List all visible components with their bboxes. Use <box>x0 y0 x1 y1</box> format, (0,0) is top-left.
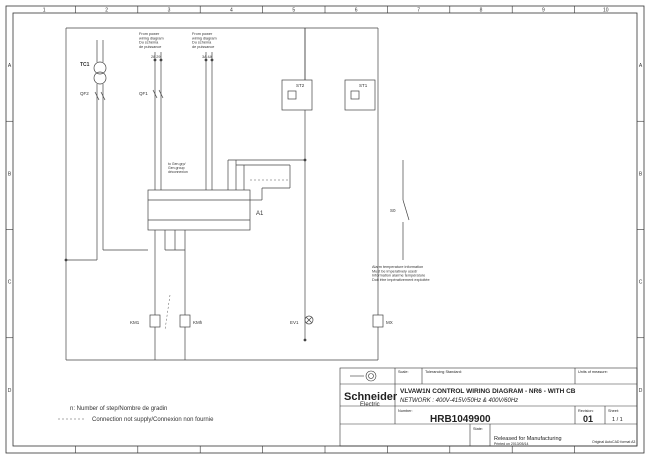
dashed-connections <box>164 179 290 331</box>
row-label: A <box>8 63 12 69</box>
column-label: 10 <box>603 8 609 14</box>
number-label: Number: <box>398 409 413 413</box>
row-label: D <box>639 388 643 394</box>
wiring <box>65 27 410 361</box>
outer-frame <box>5 5 645 454</box>
coil-label-1: KM1 <box>130 320 140 325</box>
power-terms-2: 3A 4A <box>202 55 213 59</box>
coil-label-2: KMh <box>193 320 203 325</box>
revision-value: 01 <box>583 414 593 424</box>
brand-name-2: Electric <box>360 402 380 408</box>
column-label: 4 <box>230 8 233 14</box>
transformer-label: TC1 <box>80 62 90 68</box>
column-labels: 1 2 3 4 5 6 7 8 9 10 <box>43 6 609 453</box>
title-block-frame <box>339 367 638 447</box>
released-status: Released for Manufacturing <box>494 436 562 442</box>
brand-name: Schneider <box>344 391 398 403</box>
tolerancing-label: Tolerancing Standard: <box>425 370 462 374</box>
label-line: Doit être impérativement exploitée <box>372 278 430 282</box>
sheet-value: 1 / 1 <box>612 417 623 423</box>
label-line: de puissance <box>139 45 161 49</box>
thermostat-1-label: ST2 <box>296 83 305 88</box>
sheet-label: Sheet: <box>608 409 619 413</box>
label-line: wiring diagram <box>139 36 164 40</box>
label-line: de puissance <box>192 45 214 49</box>
state-label: State: <box>473 427 483 431</box>
footer-format: Original AutoCAD format A3 <box>592 440 635 444</box>
label-line: Alarm temperature information <box>372 265 423 269</box>
column-label: 6 <box>355 8 358 14</box>
column-label: 9 <box>542 8 545 14</box>
label-line: Gen.group <box>168 166 185 170</box>
column-label: 7 <box>417 8 420 14</box>
column-label: 5 <box>292 8 295 14</box>
label-line: From power <box>139 32 160 36</box>
label-line: to Gen.grp/ <box>168 162 186 166</box>
row-label: C <box>639 280 643 286</box>
coil-label-4: MX <box>386 320 393 325</box>
column-label: 3 <box>168 8 171 14</box>
scale-label: Scale: <box>398 370 409 374</box>
row-label: D <box>8 388 12 394</box>
terminal-dots <box>64 58 307 342</box>
label-line: wiring diagram <box>192 36 217 40</box>
row-label: B <box>639 171 643 177</box>
power-terms-1: 28 29 <box>151 55 161 59</box>
coil-label-3: EV1 <box>290 320 299 325</box>
column-label: 2 <box>105 8 108 14</box>
breaker-1-label: QF2 <box>80 91 89 96</box>
column-label: 1 <box>43 8 46 14</box>
row-label: C <box>8 280 12 286</box>
label-line: Du schéma <box>192 41 212 45</box>
label-line: Du schéma <box>139 41 159 45</box>
legend-steps: n: Number of step/Nombre de gradin <box>70 406 167 412</box>
drawing-number: HRB1049900 <box>430 414 491 425</box>
label-line: déconnexion <box>168 170 188 174</box>
units-label: Units of measure: <box>578 370 608 374</box>
legend-connection: Connection not supply/Connexion non four… <box>92 417 214 423</box>
drawing-title: VLVAW1N CONTROL WIRING DIAGRAM - NR6 - W… <box>400 388 576 395</box>
label-line: From power <box>192 32 213 36</box>
row-labels: A A B B C C D D <box>6 63 644 394</box>
printed-date: Printed on 2013/05/14 <box>494 442 528 446</box>
column-label: 8 <box>480 8 483 14</box>
controller-label: A1 <box>256 211 264 217</box>
row-label: A <box>639 63 643 69</box>
row-label: B <box>8 171 12 177</box>
revision-label: Revision: <box>578 409 594 413</box>
thermostat-2-label: ST1 <box>359 83 368 88</box>
breaker-2-label: QF1 <box>139 91 148 96</box>
network-line: NETWORK : 400V-415V/50Hz & 400V/60Hz <box>400 398 518 404</box>
switch-label: S0 <box>390 208 396 213</box>
label-line: Information alarme température <box>372 274 425 278</box>
label-line: Must be imperatively used/ <box>372 269 418 273</box>
